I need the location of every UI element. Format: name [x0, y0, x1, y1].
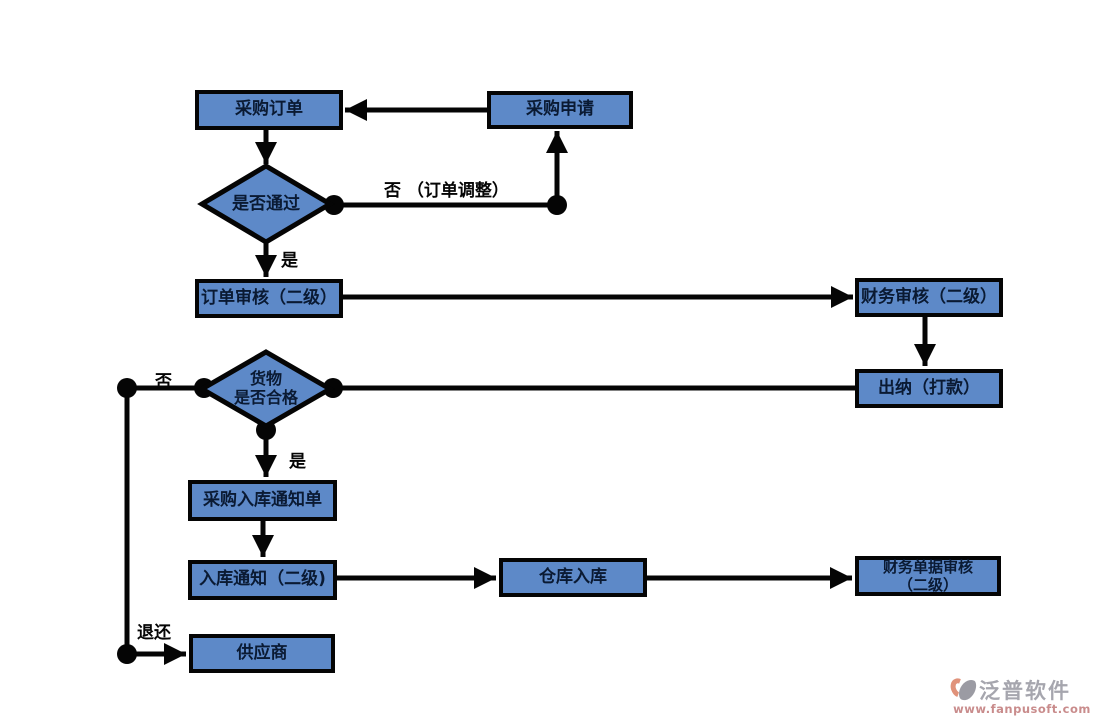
edge-label-yes-qualified: 是: [289, 452, 306, 472]
junction-dot-return-corner: [117, 644, 137, 664]
decision-goods-shape: [197, 349, 335, 429]
node-purchase-order: 采购订单: [195, 90, 343, 130]
watermark-brand: 泛普软件: [979, 679, 1071, 703]
decision-goods-line1: 货物: [249, 369, 282, 388]
node-inbound-notice-doc-label: 采购入库通知单: [203, 489, 322, 510]
edge-label-no-qualified: 否: [155, 372, 172, 392]
node-warehouse-in-label: 仓库入库: [539, 566, 607, 587]
junction-dot-under-request: [547, 195, 567, 215]
node-purchase-request-label: 采购申请: [526, 99, 594, 120]
edge-label-no-order-adjust: 否 （订单调整）: [384, 181, 509, 201]
node-purchase-order-label: 采购订单: [235, 99, 303, 120]
node-cashier: 出纳（打款）: [855, 369, 1003, 408]
node-finance-doc-review-line1: 财务单据审核: [882, 558, 973, 576]
node-inbound-notice-review: 入库通知（二级): [188, 560, 337, 600]
node-supplier-label: 供应商: [236, 642, 288, 663]
watermark-url: www.fanpusoft.com: [953, 702, 1091, 716]
node-order-review-label: 订单审核（二级）: [201, 287, 337, 308]
decision-goods-line2: 是否合格: [233, 388, 298, 407]
node-supplier: 供应商: [189, 634, 335, 673]
node-finance-doc-review: 财务单据审核 （二级）: [855, 556, 1001, 596]
node-order-review: 订单审核（二级）: [195, 279, 343, 318]
decision-pass-shape: [197, 163, 335, 245]
watermark-row: 泛普软件: [947, 675, 1093, 705]
node-purchase-request: 采购申请: [487, 91, 633, 129]
node-warehouse-in: 仓库入库: [499, 558, 647, 597]
junction-dot-pass-right: [324, 195, 344, 215]
edge-label-yes-pass: 是: [281, 251, 298, 271]
edge-label-return: 退还: [137, 623, 171, 643]
node-finance-review: 财务审核（二级）: [855, 278, 1003, 317]
node-finance-doc-review-line2: （二级）: [897, 576, 958, 594]
decision-pass-label: 是否通过: [232, 194, 300, 214]
junction-dot-no-branch: [117, 378, 137, 398]
node-finance-review-label: 财务审核（二级）: [861, 286, 997, 307]
node-inbound-notice-review-label: 入库通知（二级): [199, 569, 326, 590]
node-inbound-notice-doc: 采购入库通知单: [188, 480, 337, 521]
fanpu-logo-icon: [947, 675, 979, 704]
node-finance-doc-review-label: 财务单据审核 （二级）: [883, 558, 973, 594]
node-cashier-label: 出纳（打款）: [878, 377, 980, 398]
watermark: 泛普软件 www.fanpusoft.com: [947, 675, 1093, 716]
decision-goods-label: 货物 是否合格: [201, 369, 331, 407]
